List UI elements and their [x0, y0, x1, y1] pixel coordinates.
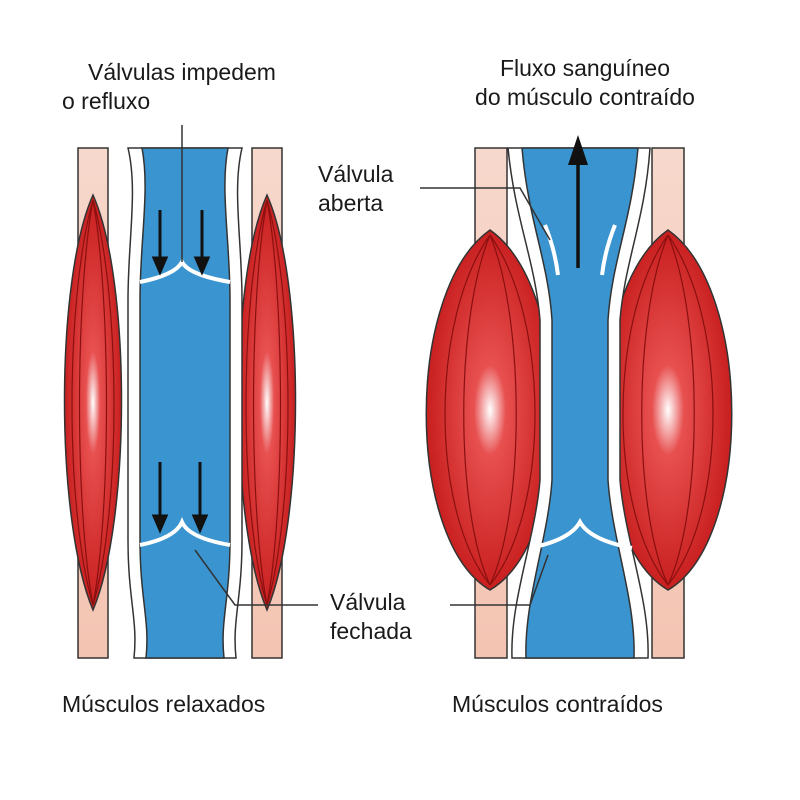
relaxed-muscles-caption: Músculos relaxados [62, 691, 266, 717]
valves-prevent-backflow-label: Válvulas impedem o refluxo [62, 58, 302, 116]
closed-valve-label: Válvula fechada [330, 588, 412, 646]
contracted-vein [507, 135, 651, 659]
label-line: Válvula [318, 161, 394, 187]
blood-flow-label: Fluxo sanguíneo do músculo contraído [440, 54, 730, 112]
label-line: fechada [330, 618, 412, 644]
label-line: do músculo contraído [475, 84, 695, 110]
relaxed-right-muscle [237, 147, 297, 659]
relaxed-vein [127, 147, 243, 659]
open-valve-label: Válvula aberta [318, 160, 393, 218]
contracted-muscles-caption: Músculos contraídos [452, 691, 663, 717]
label-line: Válvula [330, 589, 406, 615]
backflow-arrows [151, 210, 211, 534]
label-line: aberta [318, 190, 384, 216]
label-line: Fluxo sanguíneo [499, 55, 671, 81]
label-line: o refluxo [62, 88, 151, 114]
relaxed-left-muscle [63, 147, 123, 659]
contracted-left-muscle [425, 147, 555, 659]
blood-flow-arrow [568, 135, 588, 268]
label-line: Válvulas impedem [88, 59, 276, 85]
leader-lines [181, 125, 551, 606]
contracted-right-muscle [603, 147, 733, 659]
